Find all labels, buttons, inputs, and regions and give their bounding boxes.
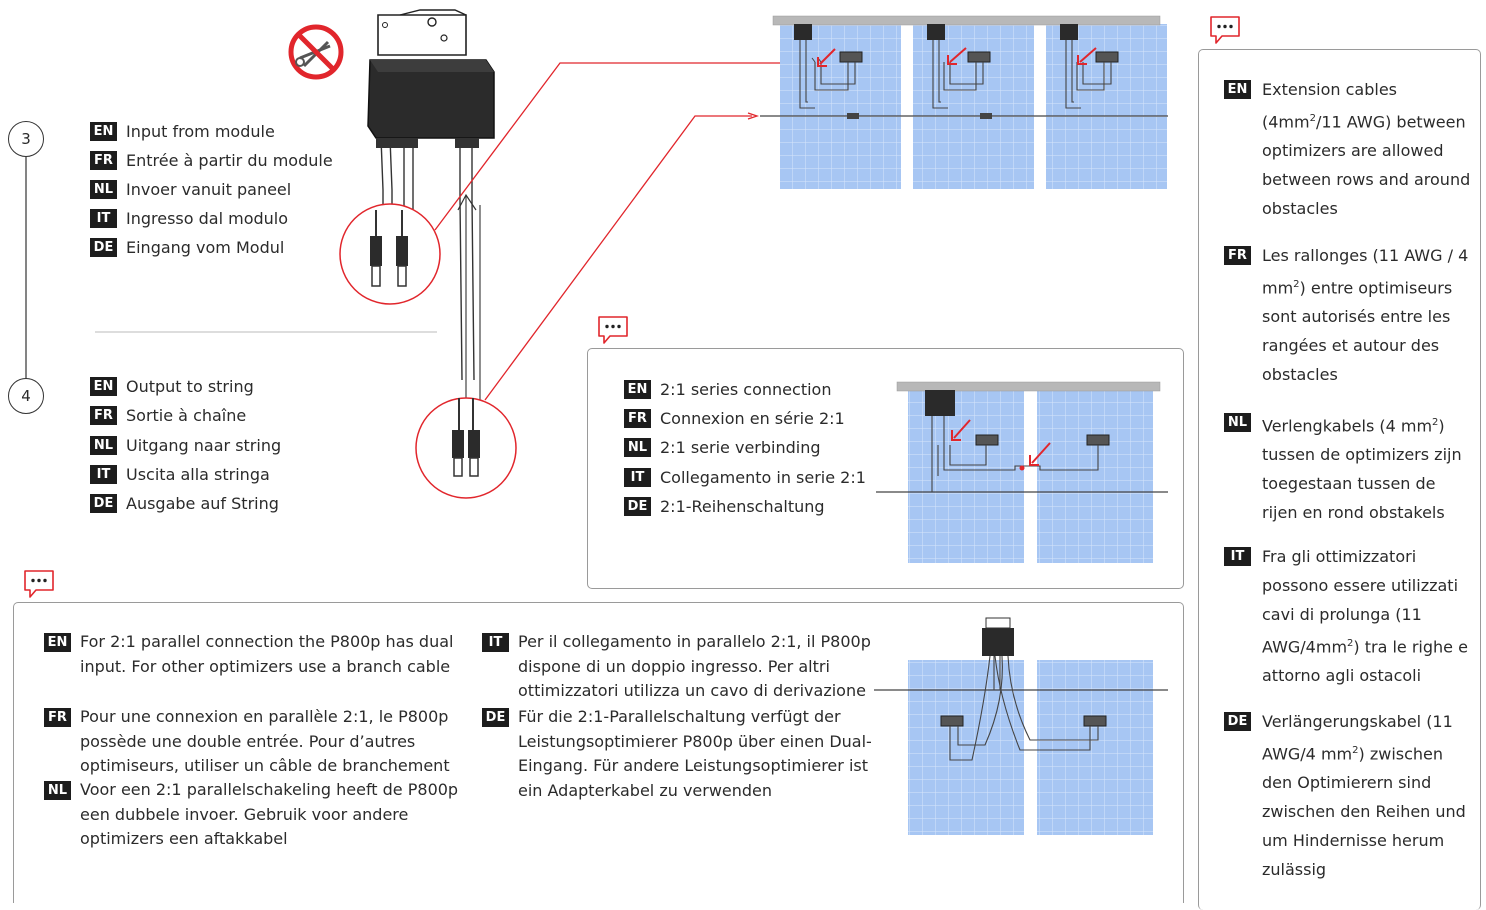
lang-tag: FR bbox=[624, 409, 651, 428]
label-text: 2:1-Reihenschaltung bbox=[660, 497, 825, 516]
lang-tag: IT bbox=[1224, 547, 1251, 566]
label-text: Eingang vom Modul bbox=[126, 238, 285, 257]
lang-tag: IT bbox=[624, 468, 651, 487]
input-label-nl: NL Invoer vanuit paneel bbox=[90, 175, 291, 204]
lang-tag: FR bbox=[90, 151, 117, 170]
parallel-text-it: IT Per il collegamento in parallelo 2:1,… bbox=[482, 630, 890, 704]
lang-tag: EN bbox=[90, 377, 117, 396]
lang-tag: FR bbox=[90, 406, 117, 425]
output-label-nl: NL Uitgang naar string bbox=[90, 431, 281, 460]
speech-bubble-icon bbox=[24, 570, 54, 598]
paragraph-text: Extension cables (4mm2/11 AWG) between o… bbox=[1262, 80, 1471, 219]
extension-text-en: EN Extension cables (4mm2/11 AWG) betwee… bbox=[1224, 75, 1476, 223]
paragraph-text: Verlengkabels (4 mm2) tussen de optimize… bbox=[1262, 416, 1462, 523]
series-label-it: IT Collegamento in serie 2:1 bbox=[624, 463, 866, 492]
paragraph-text: Verlängerungskabel (11 AWG/4 mm2) zwisch… bbox=[1262, 712, 1466, 880]
top-panel-diagram bbox=[760, 15, 1168, 189]
lang-tag: NL bbox=[90, 180, 117, 199]
leader-line-output bbox=[484, 115, 752, 401]
label-text: Ingresso dal modulo bbox=[126, 209, 289, 228]
output-label-it: IT Uscita alla stringa bbox=[90, 460, 270, 489]
input-label-it: IT Ingresso dal modulo bbox=[90, 204, 288, 233]
lang-tag: DE bbox=[90, 494, 117, 513]
label-text: Output to string bbox=[126, 377, 254, 396]
paragraph-text: Les rallonges (11 AWG / 4 mm2) entre opt… bbox=[1262, 246, 1469, 385]
extension-text-nl: NL Verlengkabels (4 mm2) tussen de optim… bbox=[1224, 408, 1476, 527]
parallel-connection-diagram bbox=[874, 617, 1168, 835]
leader-line-input bbox=[434, 62, 808, 231]
step-number-3: 3 bbox=[8, 121, 44, 157]
lang-tag: DE bbox=[624, 497, 651, 516]
extension-text-it: IT Fra gli ottimizzatori possono essere … bbox=[1224, 542, 1476, 690]
label-text: Input from module bbox=[126, 122, 275, 141]
paragraph-text: Voor een 2:1 parallelschakeling heeft de… bbox=[80, 780, 459, 848]
label-text: Ausgabe auf String bbox=[126, 494, 279, 513]
speech-bubble-icon bbox=[1210, 16, 1240, 44]
label-text: Sortie à chaîne bbox=[126, 406, 247, 425]
lang-tag: EN bbox=[90, 122, 117, 141]
series-label-fr: FR Connexion en série 2:1 bbox=[624, 404, 845, 433]
lang-tag: NL bbox=[44, 781, 71, 800]
label-text: Collegamento in serie 2:1 bbox=[660, 468, 866, 487]
lang-tag: EN bbox=[44, 633, 71, 652]
output-label-de: DE Ausgabe auf String bbox=[90, 489, 279, 518]
extension-text-de: DE Verlängerungskabel (11 AWG/4 mm2) zwi… bbox=[1224, 707, 1476, 884]
step-number-4: 4 bbox=[8, 378, 44, 414]
paragraph-text: Per il collegamento in parallelo 2:1, il… bbox=[518, 632, 871, 700]
label-text: Uitgang naar string bbox=[126, 436, 282, 455]
lang-tag: NL bbox=[1224, 413, 1251, 432]
label-text: Uscita alla stringa bbox=[126, 465, 270, 484]
no-cutting-icon bbox=[288, 24, 344, 80]
lang-tag: NL bbox=[90, 436, 117, 455]
label-text: Connexion en série 2:1 bbox=[660, 409, 845, 428]
lang-tag: FR bbox=[1224, 246, 1251, 265]
series-note-box bbox=[587, 348, 1184, 589]
label-text: 2:1 series connection bbox=[660, 380, 832, 399]
input-label-en: EN Input from module bbox=[90, 117, 275, 146]
series-connection-diagram bbox=[876, 381, 1168, 563]
parallel-text-nl: NL Voor een 2:1 parallelschakeling heeft… bbox=[44, 778, 459, 852]
parallel-note-box bbox=[13, 602, 1184, 903]
series-label-en: EN 2:1 series connection bbox=[624, 375, 831, 404]
paragraph-text: Für die 2:1-Parallelschaltung verfügt de… bbox=[518, 707, 872, 800]
paragraph-text: Pour une connexion en parallèle 2:1, le … bbox=[80, 707, 450, 775]
series-label-nl: NL 2:1 serie verbinding bbox=[624, 433, 821, 462]
label-text: Invoer vanuit paneel bbox=[126, 180, 292, 199]
lang-tag: EN bbox=[624, 380, 651, 399]
input-connector-zoom bbox=[339, 203, 441, 305]
label-text: 2:1 serie verbinding bbox=[660, 438, 821, 457]
input-label-fr: FR Entrée à partir du module bbox=[90, 146, 333, 175]
output-label-en: EN Output to string bbox=[90, 372, 254, 401]
lang-tag: DE bbox=[1224, 712, 1251, 731]
output-connector-zoom bbox=[415, 397, 517, 499]
output-label-fr: FR Sortie à chaîne bbox=[90, 401, 246, 430]
lang-tag: NL bbox=[624, 438, 651, 457]
series-label-de: DE 2:1-Reihenschaltung bbox=[624, 492, 825, 521]
extension-note-box bbox=[1198, 49, 1481, 910]
paragraph-text: For 2:1 parallel connection the P800p ha… bbox=[80, 632, 454, 676]
lang-tag: IT bbox=[482, 633, 509, 652]
speech-bubble-icon bbox=[598, 316, 628, 344]
lang-tag: IT bbox=[90, 465, 117, 484]
lang-tag: IT bbox=[90, 209, 117, 228]
lang-tag: DE bbox=[482, 708, 509, 727]
parallel-text-en: EN For 2:1 parallel connection the P800p… bbox=[44, 630, 459, 679]
parallel-text-fr: FR Pour une connexion en parallèle 2:1, … bbox=[44, 705, 459, 779]
lang-tag: FR bbox=[44, 708, 71, 727]
lang-tag: EN bbox=[1224, 80, 1251, 99]
parallel-text-de: DE Für die 2:1-Parallelschaltung verfügt… bbox=[482, 705, 890, 803]
input-label-de: DE Eingang vom Modul bbox=[90, 233, 284, 262]
extension-text-fr: FR Les rallonges (11 AWG / 4 mm2) entre … bbox=[1224, 241, 1476, 389]
paragraph-text: Fra gli ottimizzatori possono essere uti… bbox=[1262, 547, 1468, 686]
lang-tag: DE bbox=[90, 238, 117, 257]
label-text: Entrée à partir du module bbox=[126, 151, 333, 170]
